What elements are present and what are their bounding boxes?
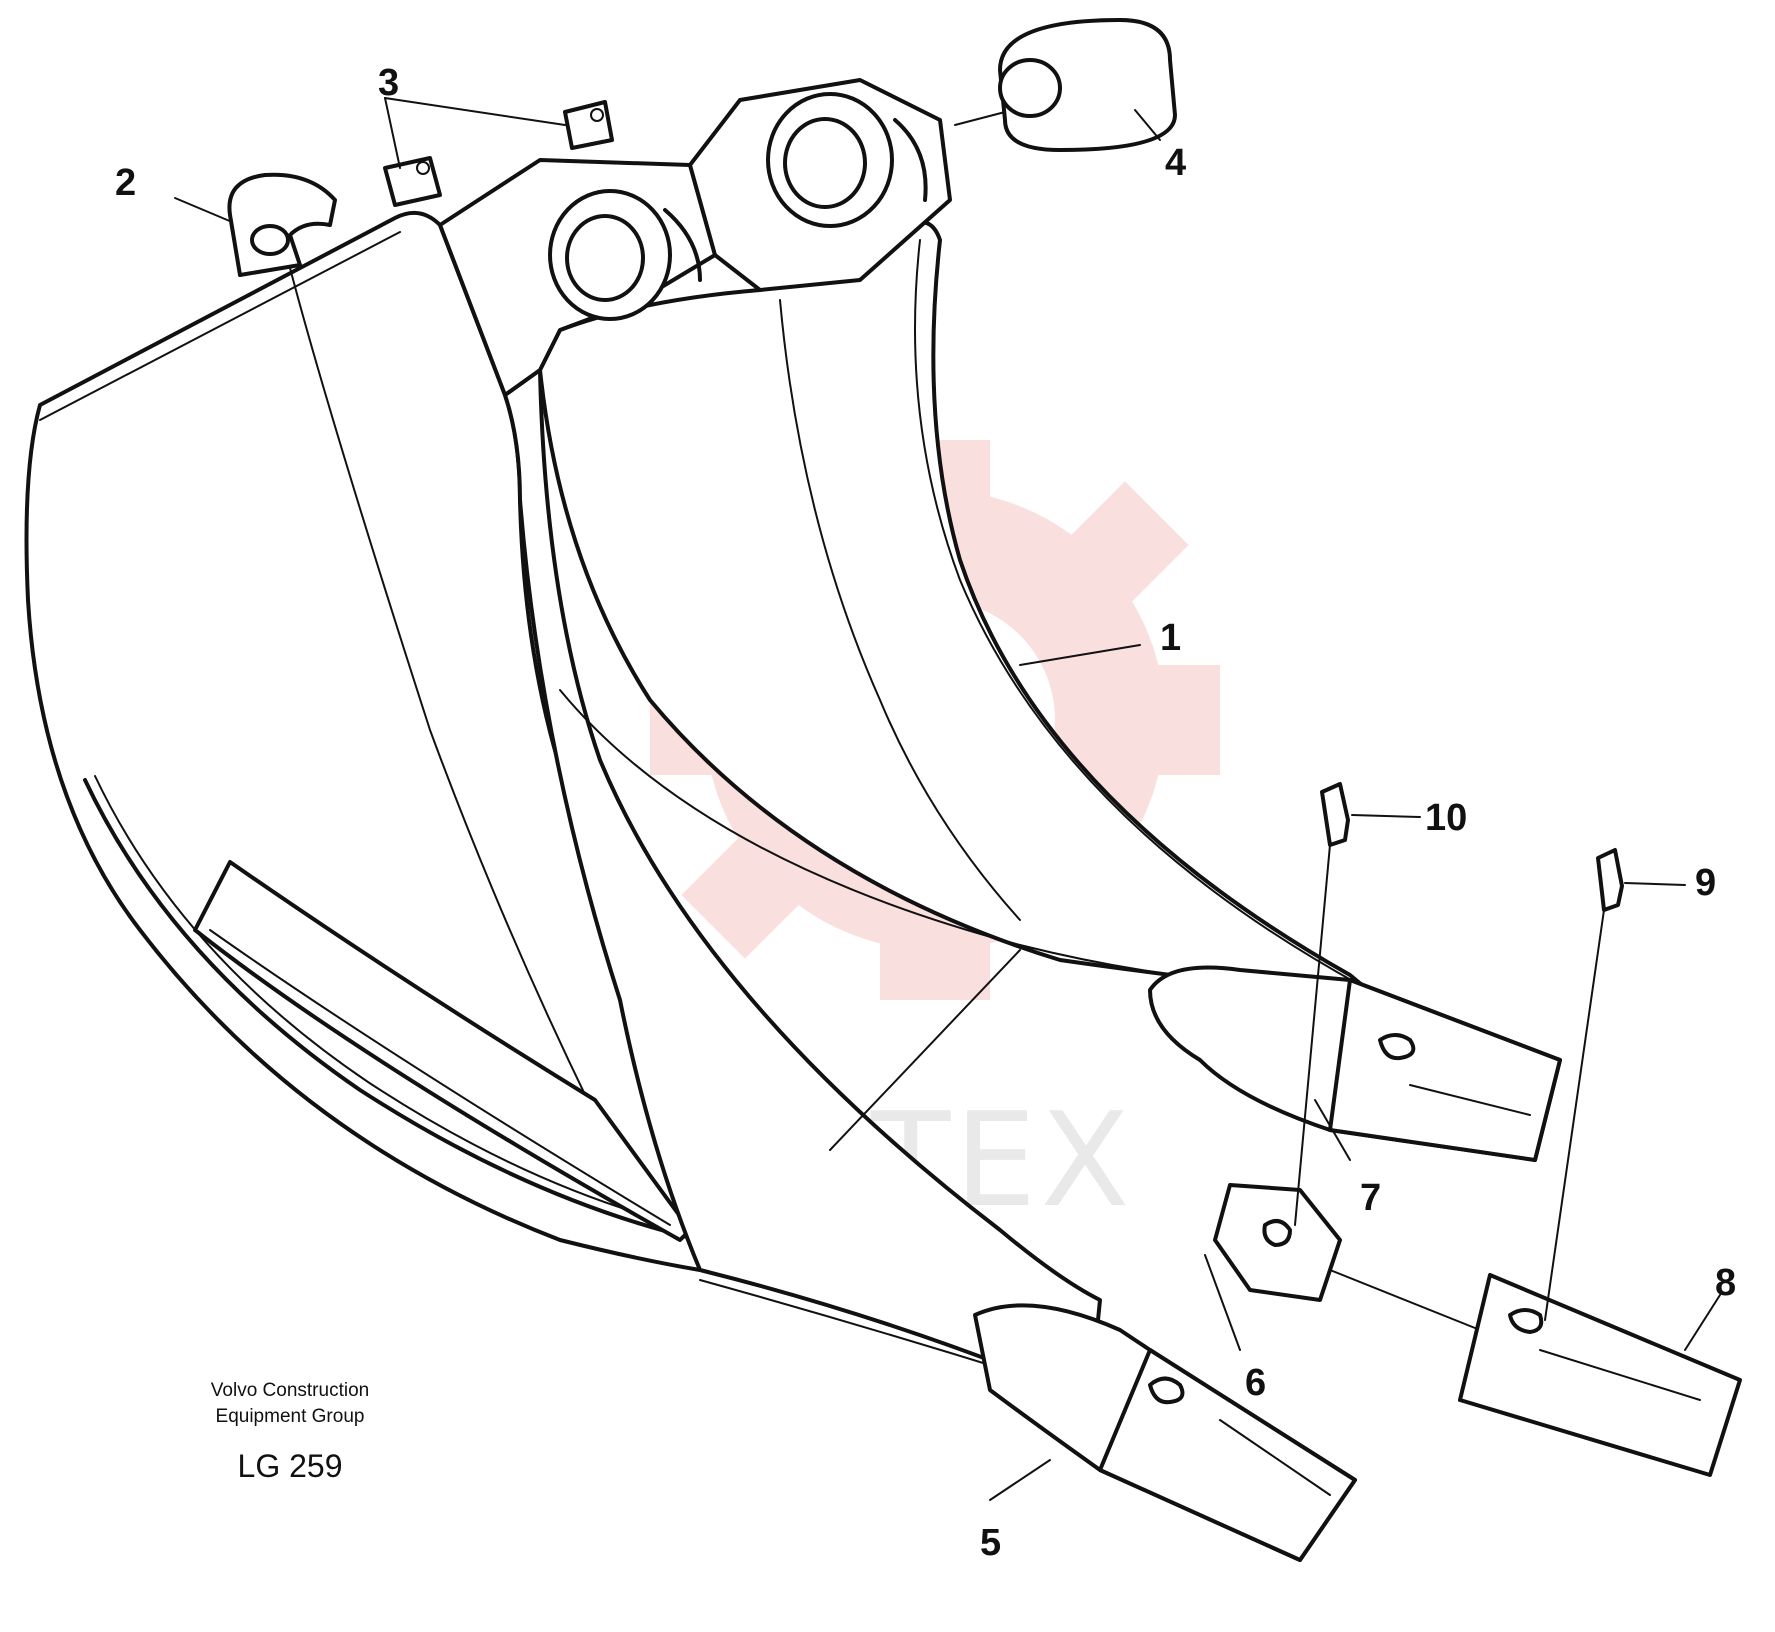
bucket-front-shroud [503, 368, 1102, 1402]
leader-6 [1204, 1254, 1241, 1351]
callout-1: 1 [1160, 617, 1181, 659]
caption-company-line2: Equipment Group [215, 1406, 365, 1427]
lifting-eye [227, 172, 337, 277]
adapter [1213, 1183, 1481, 1331]
pin-lock-lugs [383, 100, 614, 207]
callout-8: 8 [1715, 1262, 1736, 1304]
callout-2: 2 [115, 162, 136, 204]
leader-5 [989, 1459, 1051, 1501]
lock-pin-10 [1294, 782, 1350, 1226]
bucket-body [24, 210, 1382, 1402]
caption-company: Volvo Construction Equipment Group [170, 1378, 410, 1430]
leader-1 [1019, 644, 1141, 666]
caption-company-line1: Volvo Construction [210, 1380, 370, 1401]
callouts: 1 2 3 4 5 6 7 8 9 10 [115, 62, 1736, 1564]
callout-5: 5 [980, 1522, 1001, 1564]
hinge-bosses [438, 78, 952, 397]
wear-plate [193, 860, 692, 1242]
leader-7 [1314, 1099, 1351, 1161]
caption-code: LG 259 [237, 1448, 343, 1484]
callout-10: 10 [1425, 797, 1467, 839]
tooth-point-loose [1458, 1273, 1742, 1477]
callout-6: 6 [1245, 1362, 1266, 1404]
leader-lines [174, 97, 1721, 1501]
callout-3: 3 [378, 62, 399, 104]
leader-4 [1134, 109, 1161, 141]
callout-9: 9 [1695, 862, 1716, 904]
leader-3a [384, 97, 401, 169]
callout-4: 4 [1165, 142, 1186, 184]
leader-3b [384, 97, 566, 126]
leader-9 [1624, 882, 1686, 886]
leader-8 [1684, 1294, 1721, 1351]
leader-2 [174, 197, 233, 223]
tooth-assembly-upper [1148, 965, 1562, 1162]
tooth-assembly-lower [973, 1303, 1357, 1562]
bushing [954, 18, 1177, 152]
leader-10 [1351, 814, 1421, 818]
lock-pin-9 [1544, 848, 1624, 1321]
callout-7: 7 [1360, 1177, 1381, 1219]
